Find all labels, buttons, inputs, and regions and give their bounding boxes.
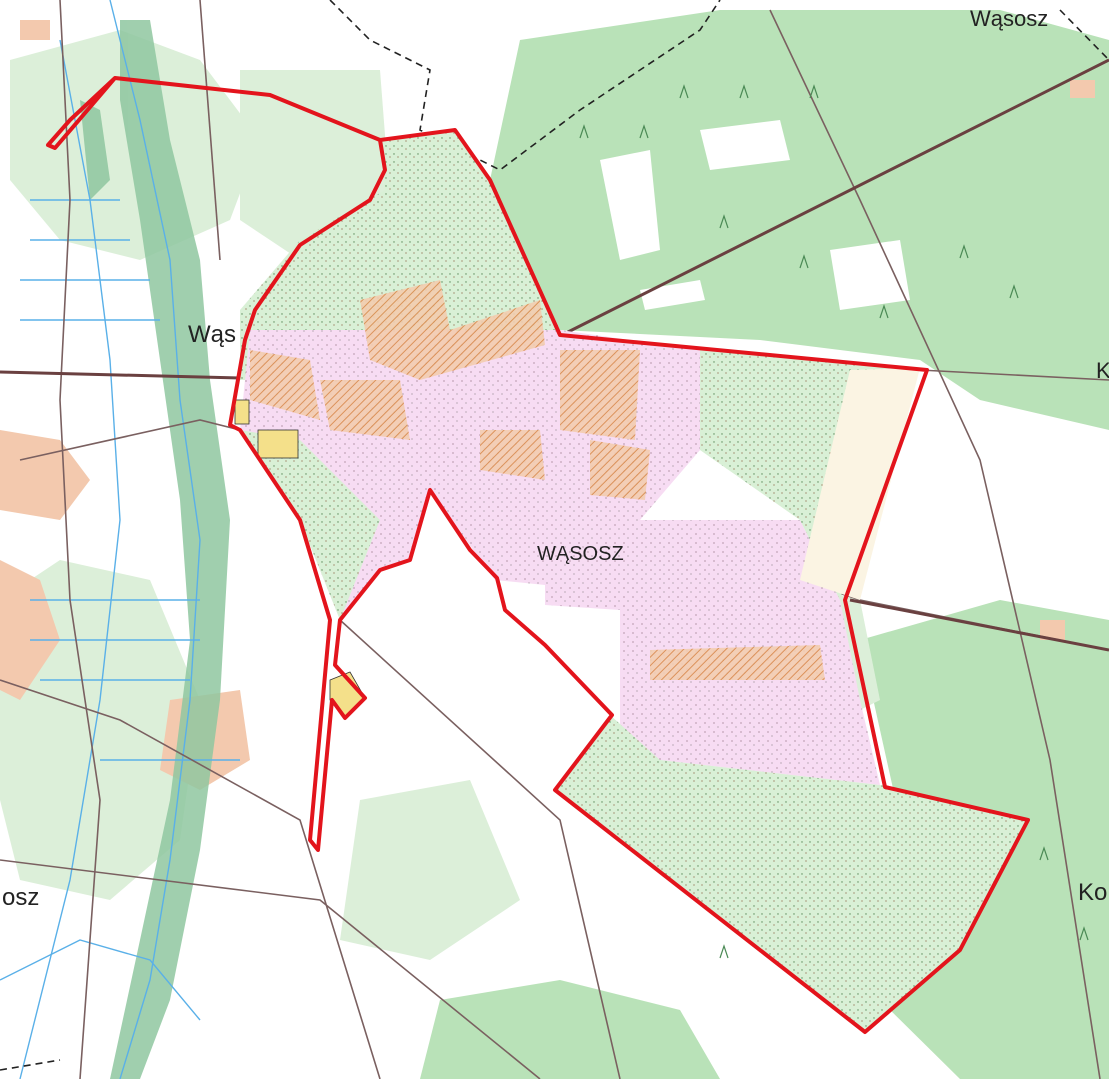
forest-tree-icon (799, 254, 809, 269)
streams (0, 0, 240, 1079)
zone-cream-east (800, 368, 920, 600)
forest-tree-icon (579, 124, 589, 139)
zone-green-west (240, 430, 380, 620)
label-wasosz-left: Wąs (188, 321, 236, 348)
forest-tree-icon (639, 124, 649, 139)
study-boundary[interactable] (46, 76, 1030, 1034)
forest-tree-icons (579, 84, 1089, 959)
forest-tree-icon (679, 84, 689, 99)
forest-tree-icon (719, 944, 729, 959)
forest-tree-icon (809, 84, 819, 99)
forest-tree-icon (739, 84, 749, 99)
riparian-vegetation (80, 20, 230, 1079)
label-ko-right: Ko (1078, 879, 1107, 906)
label-wasosz-top: Wąsosz (970, 6, 1048, 31)
forest-tree-icon (879, 304, 889, 319)
hatched-zones (250, 280, 825, 680)
forest-tree-icon (1039, 846, 1049, 861)
label-wasosz-center: WĄSOSZ (537, 543, 624, 565)
label-k-right: K (1096, 358, 1109, 383)
forest-tree-icon (719, 214, 729, 229)
label-wasosz-bottom: osz (2, 884, 39, 911)
forest-tree-icon (959, 244, 969, 259)
forest-tree-icon (1079, 926, 1089, 941)
zone-green-north (240, 130, 560, 380)
forest-tree-icon (1009, 284, 1019, 299)
